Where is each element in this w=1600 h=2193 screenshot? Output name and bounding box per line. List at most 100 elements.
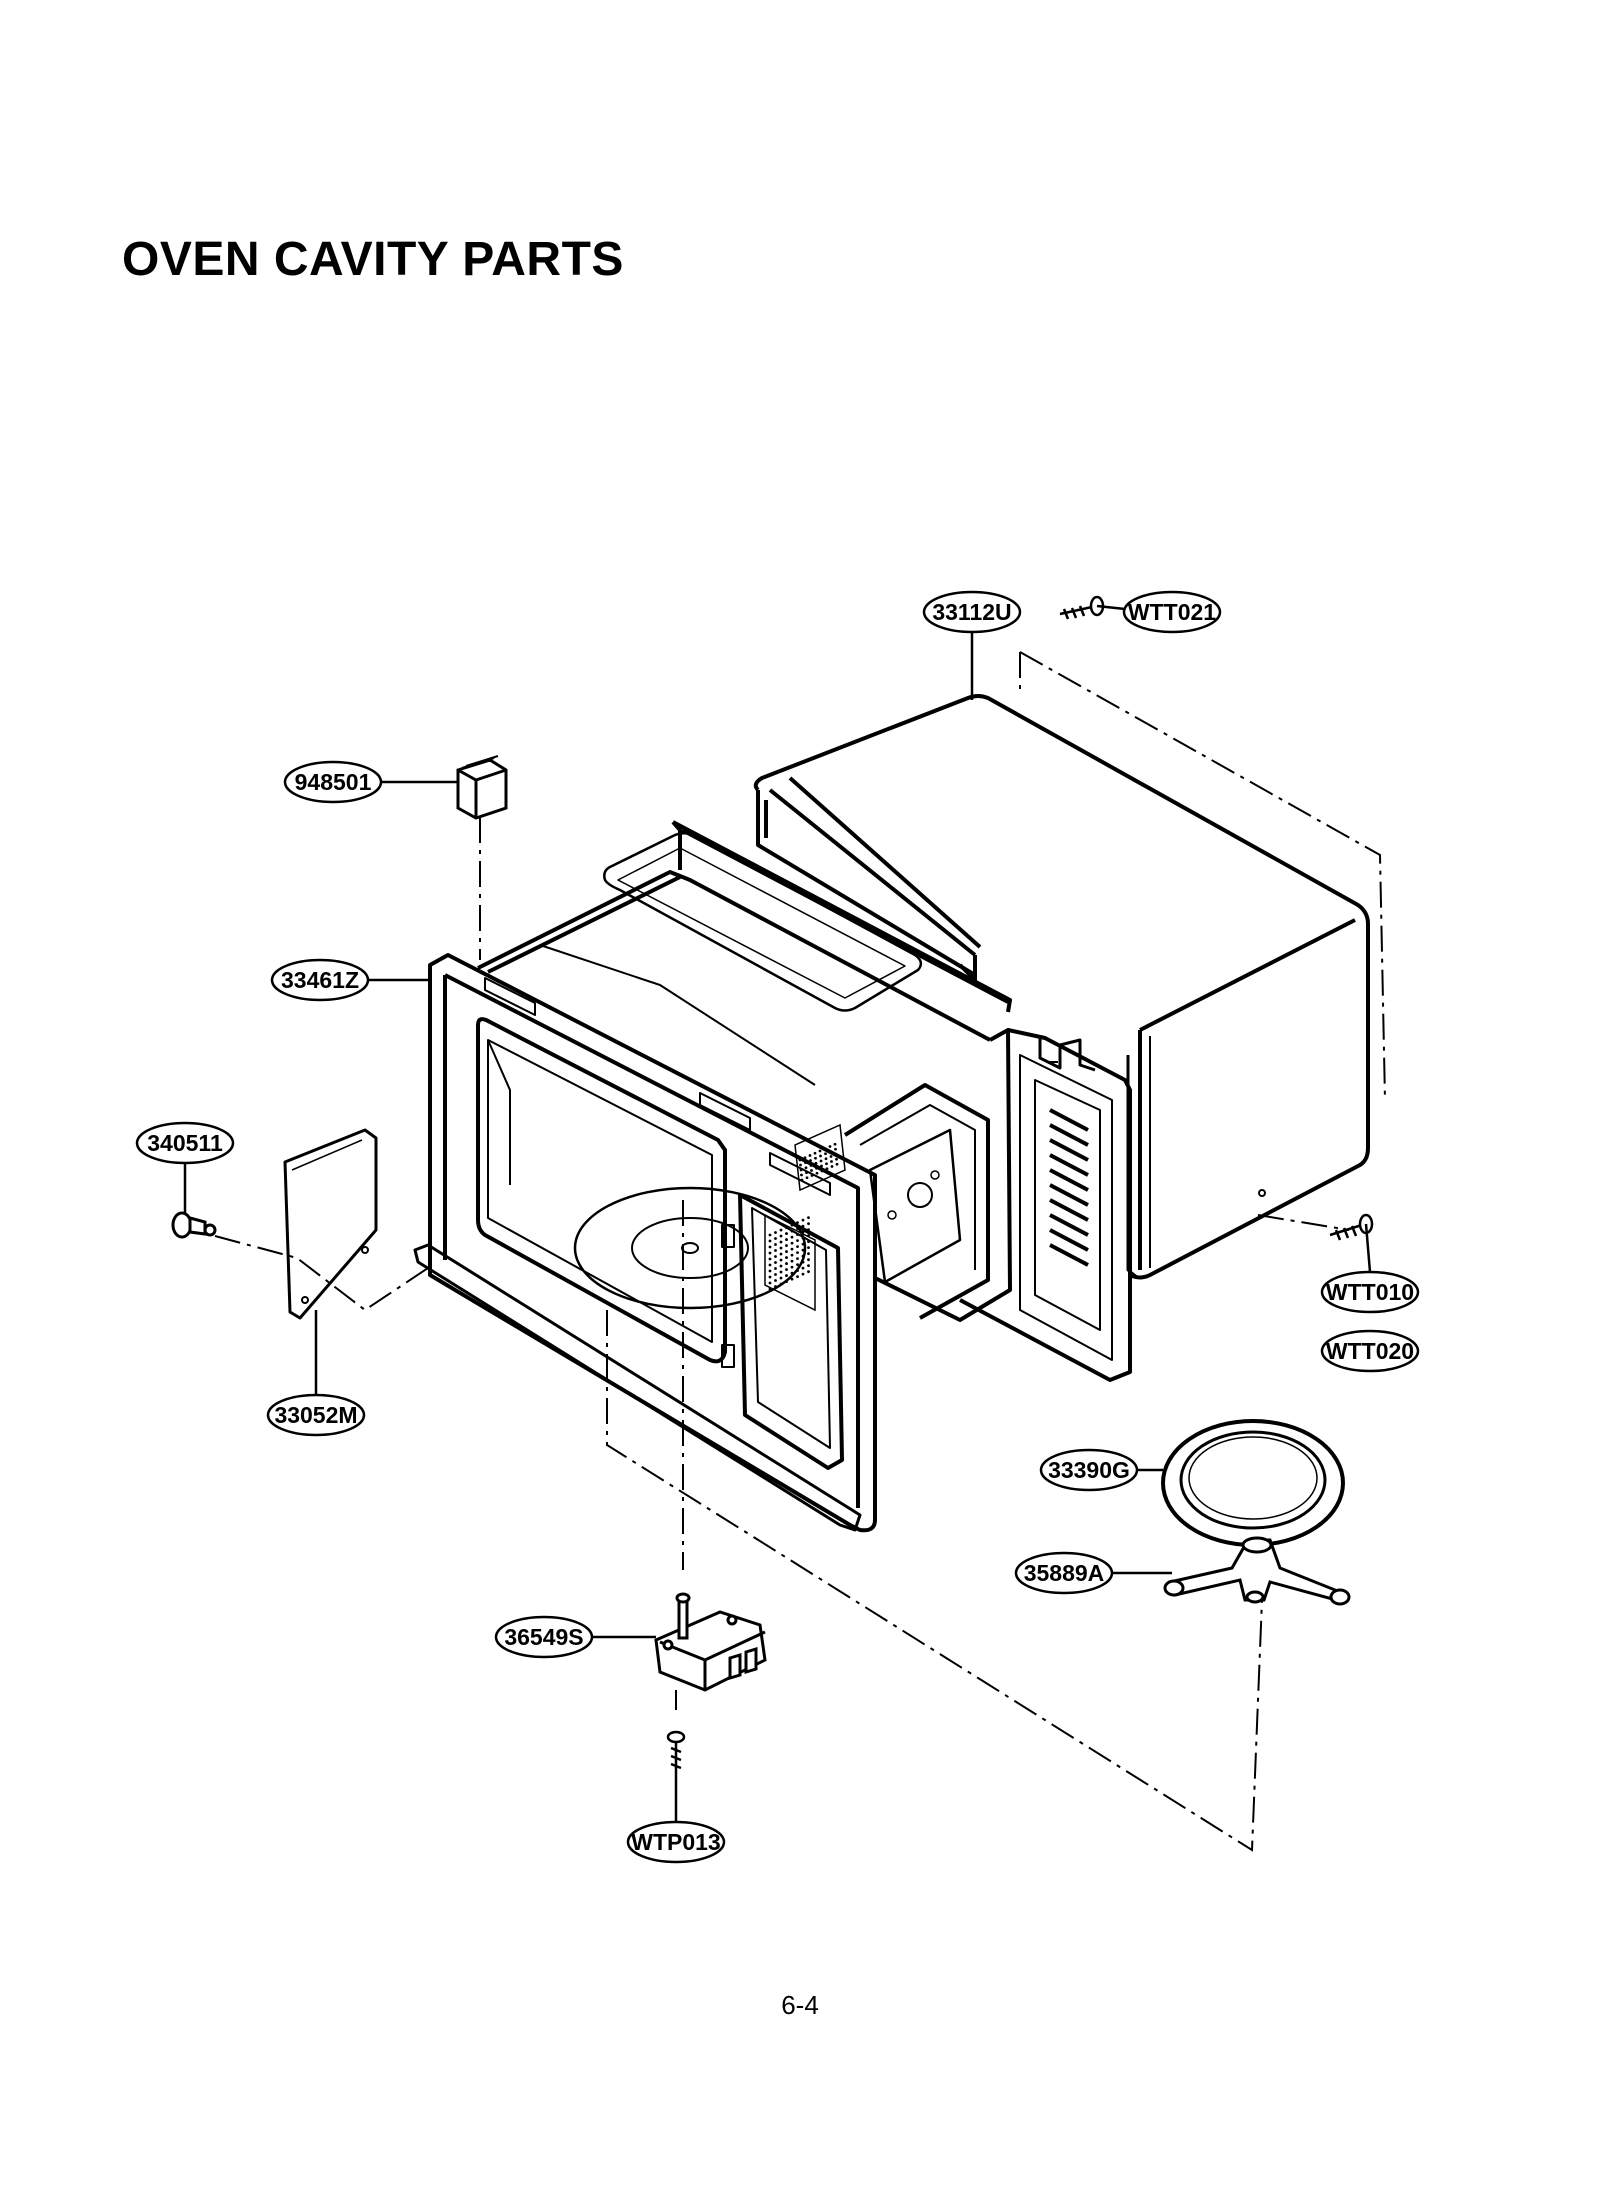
mesh-dot bbox=[810, 1174, 814, 1177]
mesh-dot bbox=[785, 1238, 788, 1241]
svg-text:WTT021: WTT021 bbox=[1128, 599, 1216, 625]
mesh-dot bbox=[810, 1169, 813, 1172]
vent-grille bbox=[1049, 1108, 1089, 1267]
mesh-dot bbox=[809, 1164, 813, 1167]
perforated-mesh bbox=[764, 1123, 846, 1312]
mesh-dot bbox=[823, 1147, 827, 1151]
part-35889A-roller-guide bbox=[1163, 1536, 1351, 1606]
mesh-dot bbox=[785, 1250, 788, 1253]
mesh-dot bbox=[814, 1156, 817, 1160]
mesh-dot bbox=[825, 1167, 829, 1171]
mesh-dot bbox=[807, 1240, 810, 1244]
mesh-dot bbox=[819, 1154, 822, 1158]
callout-33461Z: 33461Z bbox=[270, 958, 370, 1002]
callout-WTT010: WTT010 bbox=[1320, 1270, 1420, 1314]
mesh-dot bbox=[774, 1279, 777, 1282]
svg-text:33112U: 33112U bbox=[932, 599, 1011, 625]
mesh-dot bbox=[796, 1233, 799, 1237]
mesh-dot bbox=[824, 1157, 828, 1161]
mesh-dot bbox=[834, 1152, 838, 1156]
mesh-dot bbox=[768, 1275, 772, 1279]
mesh-dot bbox=[768, 1251, 772, 1255]
svg-text:33052M: 33052M bbox=[274, 1402, 357, 1428]
svg-text:33461Z: 33461Z bbox=[281, 967, 359, 993]
mesh-dot bbox=[768, 1263, 772, 1267]
mesh-dot bbox=[807, 1234, 810, 1238]
callout-33052M: 33052M bbox=[266, 1393, 366, 1437]
svg-text:WTT020: WTT020 bbox=[1326, 1338, 1414, 1364]
mesh-dot bbox=[779, 1240, 783, 1244]
mesh-dot bbox=[774, 1243, 777, 1246]
mesh-dot bbox=[825, 1162, 828, 1166]
callout-33112U: 33112U bbox=[922, 590, 1022, 634]
mesh-dot bbox=[779, 1264, 783, 1268]
mesh-dot bbox=[814, 1161, 818, 1165]
mesh-dot bbox=[835, 1162, 839, 1166]
mesh-dot bbox=[779, 1228, 783, 1232]
mesh-dot bbox=[801, 1218, 805, 1222]
mesh-dot bbox=[785, 1280, 788, 1283]
leader-lines bbox=[183, 604, 1372, 1822]
callout-948501: 948501 bbox=[283, 760, 383, 804]
mesh-dot bbox=[834, 1147, 837, 1151]
mesh-dot bbox=[790, 1247, 794, 1251]
mesh-dot bbox=[804, 1161, 807, 1165]
mesh-dot bbox=[768, 1257, 772, 1261]
mesh-dot bbox=[785, 1262, 788, 1265]
mesh-dot bbox=[807, 1270, 810, 1274]
callout-340511: 340511 bbox=[135, 1121, 235, 1165]
mesh-dot bbox=[768, 1281, 772, 1285]
mesh-dot bbox=[801, 1242, 805, 1246]
mesh-dot bbox=[819, 1159, 823, 1163]
mesh-dot bbox=[829, 1150, 832, 1153]
mesh-dot bbox=[833, 1142, 837, 1146]
mesh-dot bbox=[830, 1160, 833, 1163]
mesh-dot bbox=[796, 1269, 799, 1273]
mesh-dot bbox=[813, 1151, 817, 1155]
mesh-dot bbox=[796, 1245, 799, 1249]
mesh-dot bbox=[796, 1275, 799, 1279]
mesh-dot bbox=[779, 1276, 783, 1280]
mesh-dot bbox=[805, 1171, 808, 1175]
mesh-dot bbox=[835, 1157, 838, 1161]
mesh-dot bbox=[801, 1236, 805, 1240]
mesh-dot bbox=[796, 1227, 799, 1231]
part-36549S-turntable-motor bbox=[654, 1592, 767, 1692]
mesh-dot bbox=[790, 1277, 794, 1281]
mesh-dot bbox=[820, 1164, 823, 1168]
callout-33390G: 33390G bbox=[1039, 1448, 1139, 1492]
mesh-dot bbox=[799, 1168, 803, 1172]
mesh-dot bbox=[768, 1245, 772, 1249]
mesh-dot bbox=[790, 1241, 794, 1245]
callout-36549S: 36549S bbox=[494, 1615, 594, 1659]
mesh-dot bbox=[774, 1285, 777, 1288]
callout-WTT021: WTT021 bbox=[1122, 590, 1222, 634]
mesh-dot bbox=[808, 1154, 812, 1157]
mesh-dot bbox=[774, 1267, 777, 1270]
svg-text:948501: 948501 bbox=[295, 769, 372, 795]
mesh-dot bbox=[768, 1239, 772, 1243]
mesh-dot bbox=[790, 1271, 794, 1275]
page-title: OVEN CAVITY PARTS bbox=[122, 233, 624, 286]
svg-text:33390G: 33390G bbox=[1048, 1457, 1130, 1483]
mesh-dot bbox=[800, 1173, 803, 1177]
part-33052M-cover-plate bbox=[283, 1128, 378, 1320]
mesh-dot bbox=[796, 1239, 799, 1243]
mesh-dot bbox=[828, 1145, 832, 1148]
mesh-dot bbox=[785, 1232, 788, 1235]
mesh-dot bbox=[774, 1273, 777, 1276]
mesh-dot bbox=[830, 1165, 834, 1168]
mesh-dot bbox=[818, 1149, 822, 1153]
mesh-dot bbox=[807, 1252, 810, 1256]
mesh-dot bbox=[790, 1265, 794, 1269]
mesh-dot bbox=[801, 1248, 805, 1252]
mesh-dot bbox=[779, 1234, 783, 1238]
mesh-dot bbox=[785, 1226, 788, 1229]
mesh-dot bbox=[779, 1270, 783, 1274]
mesh-dot bbox=[774, 1237, 777, 1240]
mesh-dot bbox=[785, 1268, 788, 1271]
mesh-dot bbox=[779, 1282, 783, 1286]
mesh-dot bbox=[807, 1264, 810, 1268]
mesh-dot bbox=[824, 1152, 827, 1156]
